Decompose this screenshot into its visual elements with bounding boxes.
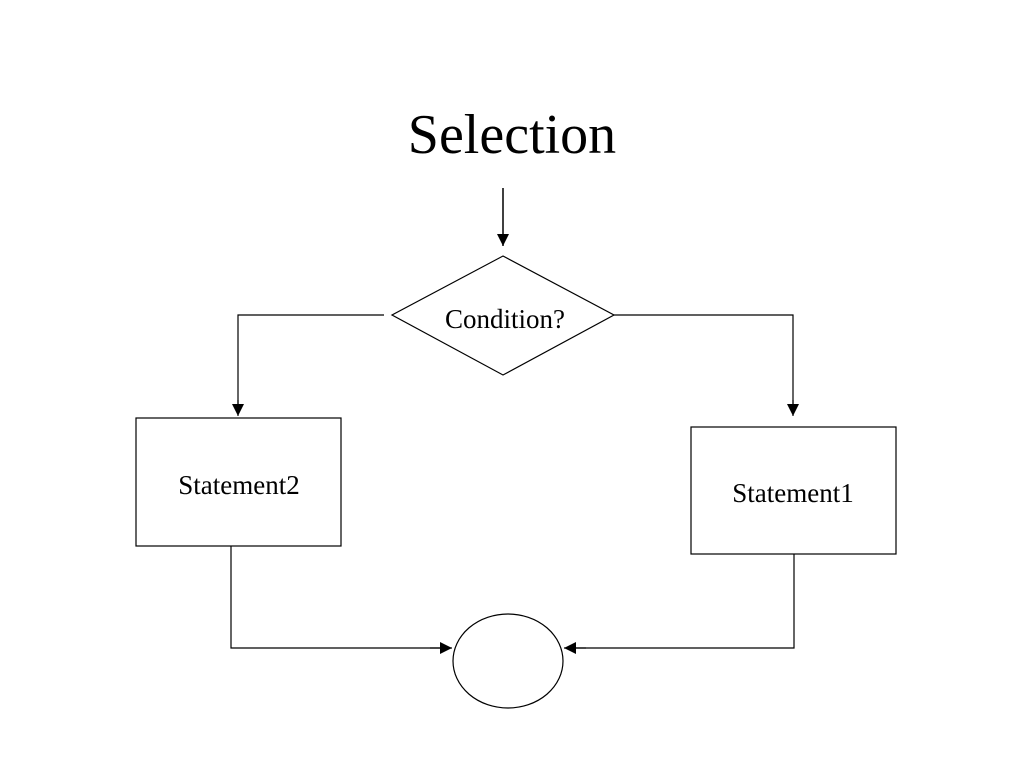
statement1-box	[690, 426, 897, 555]
decision-label: Condition?	[445, 304, 565, 334]
merge-right-line	[576, 554, 795, 649]
statement1-label: Statement1	[732, 478, 853, 508]
decision-diamond	[390, 255, 616, 376]
branch-left-line	[237, 314, 384, 406]
merge-node	[452, 613, 564, 709]
merge-left-line	[230, 546, 440, 649]
branch-right-line	[614, 314, 794, 405]
slide-title: Selection	[407, 104, 617, 166]
statement2-box	[135, 417, 342, 547]
statement2-label: Statement2	[178, 470, 299, 500]
